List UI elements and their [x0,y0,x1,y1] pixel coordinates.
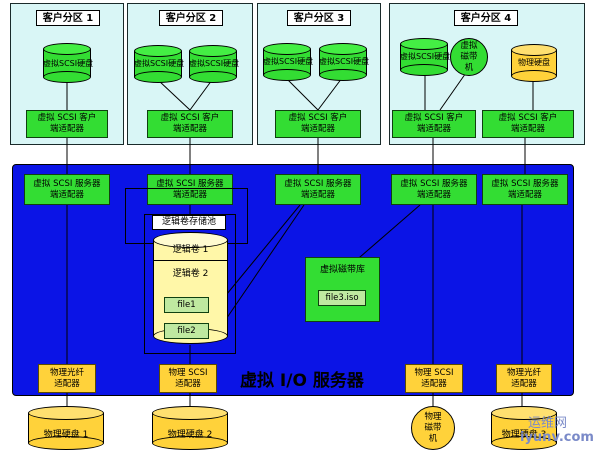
storage-pool-outline [144,214,236,354]
watermark-line1: 运维网 [528,416,568,431]
virtual-scsi-disk-p3-b: 虚拟SCSI硬盘 [319,43,369,81]
physical-tape-drive-icon: 物理 磁带 机 [411,406,455,450]
storage-pool-label: 逻辑卷存储池 [152,215,226,230]
vio-server-title: 虚拟 I/O 服务器 [240,371,364,391]
physical-disk-2: 物理硬盘 2 [152,406,228,450]
virtual-media-library-label: 虚拟磁带库 [319,265,365,275]
client-adapter-p4-b: 虚拟 SCSI 客户 端适配器 [482,110,574,138]
partition-3-title: 客户分区 3 [287,10,351,26]
logical-volume-1: 逻辑卷 1 [172,245,209,255]
server-adapter-4: 虚拟 SCSI 服务器 端适配器 [391,174,477,205]
logical-volume-stack: 逻辑卷 1 逻辑卷 2 [153,232,228,344]
scsi-adapter-1: 物理 SCSI 适配器 [159,364,217,393]
file2-box: file2 [164,323,209,339]
virtual-scsi-disk-p2-b: 虚拟SCSI硬盘 [189,45,239,83]
client-adapter-p1: 虚拟 SCSI 客户 端适配器 [26,110,108,138]
virtual-scsi-disk-p2-a: 虚拟SCSI硬盘 [134,45,184,83]
server-adapter-2: 虚拟 SCSI 服务器 端适配器 [147,174,233,205]
fiber-adapter-2: 物理光纤 适配器 [496,364,552,393]
logical-volume-2: 逻辑卷 2 [172,269,209,279]
fiber-adapter-1: 物理光纤 适配器 [38,364,96,393]
partition-2-title: 客户分区 2 [159,10,223,26]
physical-disk-p4: 物理硬盘 [511,44,557,82]
physical-disk-1: 物理硬盘 1 [28,406,104,450]
watermark-line2: iyunv.com [520,430,593,445]
virtual-media-library [305,257,380,322]
virtual-scsi-disk-p3-a: 虚拟SCSI硬盘 [263,43,313,81]
file3-box: file3.iso [318,290,366,306]
file1-box: file1 [164,297,209,313]
virtual-tape-drive-icon: 虚拟 磁带 机 [450,38,488,76]
virtual-scsi-disk-p1: 虚拟SCSI硬盘 [43,43,93,83]
client-adapter-p4-a: 虚拟 SCSI 客户 端适配器 [392,110,476,138]
server-adapter-3: 虚拟 SCSI 服务器 端适配器 [275,174,361,205]
server-adapter-5: 虚拟 SCSI 服务器 端适配器 [482,174,568,205]
physical-disk-3: 物理硬盘 3 [491,406,557,450]
client-adapter-p2: 虚拟 SCSI 客户 端适配器 [147,110,233,138]
partition-1-title: 客户分区 1 [36,10,100,26]
server-adapter-1: 虚拟 SCSI 服务器 端适配器 [24,174,110,205]
client-adapter-p3: 虚拟 SCSI 客户 端适配器 [275,110,361,138]
scsi-adapter-2: 物理 SCSI 适配器 [405,364,463,393]
partition-4-title: 客户分区 4 [454,10,518,26]
virtual-scsi-disk-p4: 虚拟SCSI硬盘 [400,38,450,76]
